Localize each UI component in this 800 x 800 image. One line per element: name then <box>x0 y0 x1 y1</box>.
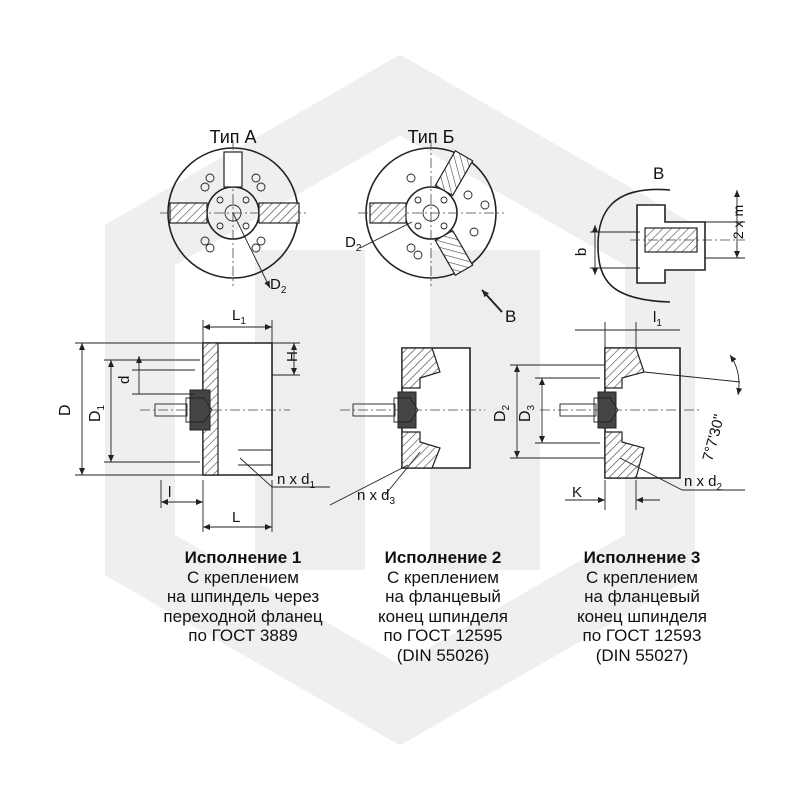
caption-3-line: С креплением <box>586 567 698 587</box>
caption-3-line: (DIN 55027) <box>595 645 689 665</box>
caption-3-line: на фланцевый <box>584 587 700 606</box>
v1-big-l-label: L <box>232 509 240 526</box>
type-a-front-view: Тип А D2 <box>160 127 306 296</box>
caption-3-line: конец шпинделя <box>576 606 708 626</box>
caption-2-line: конец шпинделя <box>377 606 509 626</box>
caption-2-heading: Исполнение 2 <box>384 548 502 567</box>
type-b-title: Тип Б <box>408 127 455 147</box>
caption-1-line: по ГОСТ 3889 <box>188 626 298 645</box>
detail-b-title: B <box>653 164 664 183</box>
section-view-2: n x d3 <box>329 347 485 507</box>
v1-d-label: D <box>57 404 74 416</box>
v2-nd3-label: n x d3 <box>357 487 396 507</box>
v3-l1-label: l1 <box>653 309 662 329</box>
caption-3-heading: Исполнение 3 <box>583 548 701 567</box>
v1-d1-label: D1 <box>87 404 107 422</box>
v3-d2-label: D2 <box>492 404 512 422</box>
v1-nd1-label: n x d1 <box>277 471 316 491</box>
caption-1-line: С креплением <box>187 567 299 587</box>
section-view-3: l1 D2 D3 7°7'30" K n x d2 <box>492 309 745 510</box>
caption-variant-2: Исполнение 2 С креплением на фланцевый к… <box>323 548 563 665</box>
v1-l-label: l <box>168 484 171 501</box>
caption-1-heading: Исполнение 1 <box>184 548 302 567</box>
v3-nd2-label: n x d2 <box>684 473 723 493</box>
caption-3-line: по ГОСТ 12593 <box>582 626 702 645</box>
caption-variant-3: Исполнение 3 С креплением на фланцевый к… <box>522 548 762 665</box>
v3-k-label: K <box>572 484 582 501</box>
v3-d3-label: D3 <box>517 404 537 422</box>
section-view-1: L1 H D D1 d l L n x d1 <box>57 307 330 532</box>
caption-2-line: по ГОСТ 12595 <box>383 626 503 645</box>
caption-2-line: С креплением <box>387 567 499 587</box>
caption-1-line: на шпиндель через <box>166 587 320 606</box>
caption-1-line: переходной фланец <box>163 606 323 626</box>
v1-h-label: H <box>284 351 301 362</box>
detail-b-b-label: b <box>573 248 590 256</box>
type-b-front-view: Тип Б D2 B <box>345 127 516 326</box>
caption-2-line: (DIN 55026) <box>396 645 490 665</box>
caption-2-line: на фланцевый <box>385 587 501 606</box>
caption-variant-1: Исполнение 1 С креплением на шпиндель че… <box>123 548 363 646</box>
v1-small-d-label: d <box>116 376 133 384</box>
type-a-title: Тип А <box>209 127 256 147</box>
v1-l1-label: L1 <box>232 307 246 327</box>
type-b-d2-label: D2 <box>345 234 362 254</box>
detail-b-view: B 2 x m b <box>573 164 746 303</box>
type-b-arrow-label: B <box>505 307 516 326</box>
v3-angle-label: 7°7'30" <box>699 413 728 463</box>
detail-b-m-label: 2 x m <box>730 205 746 239</box>
type-a-d2-label: D2 <box>270 276 287 296</box>
